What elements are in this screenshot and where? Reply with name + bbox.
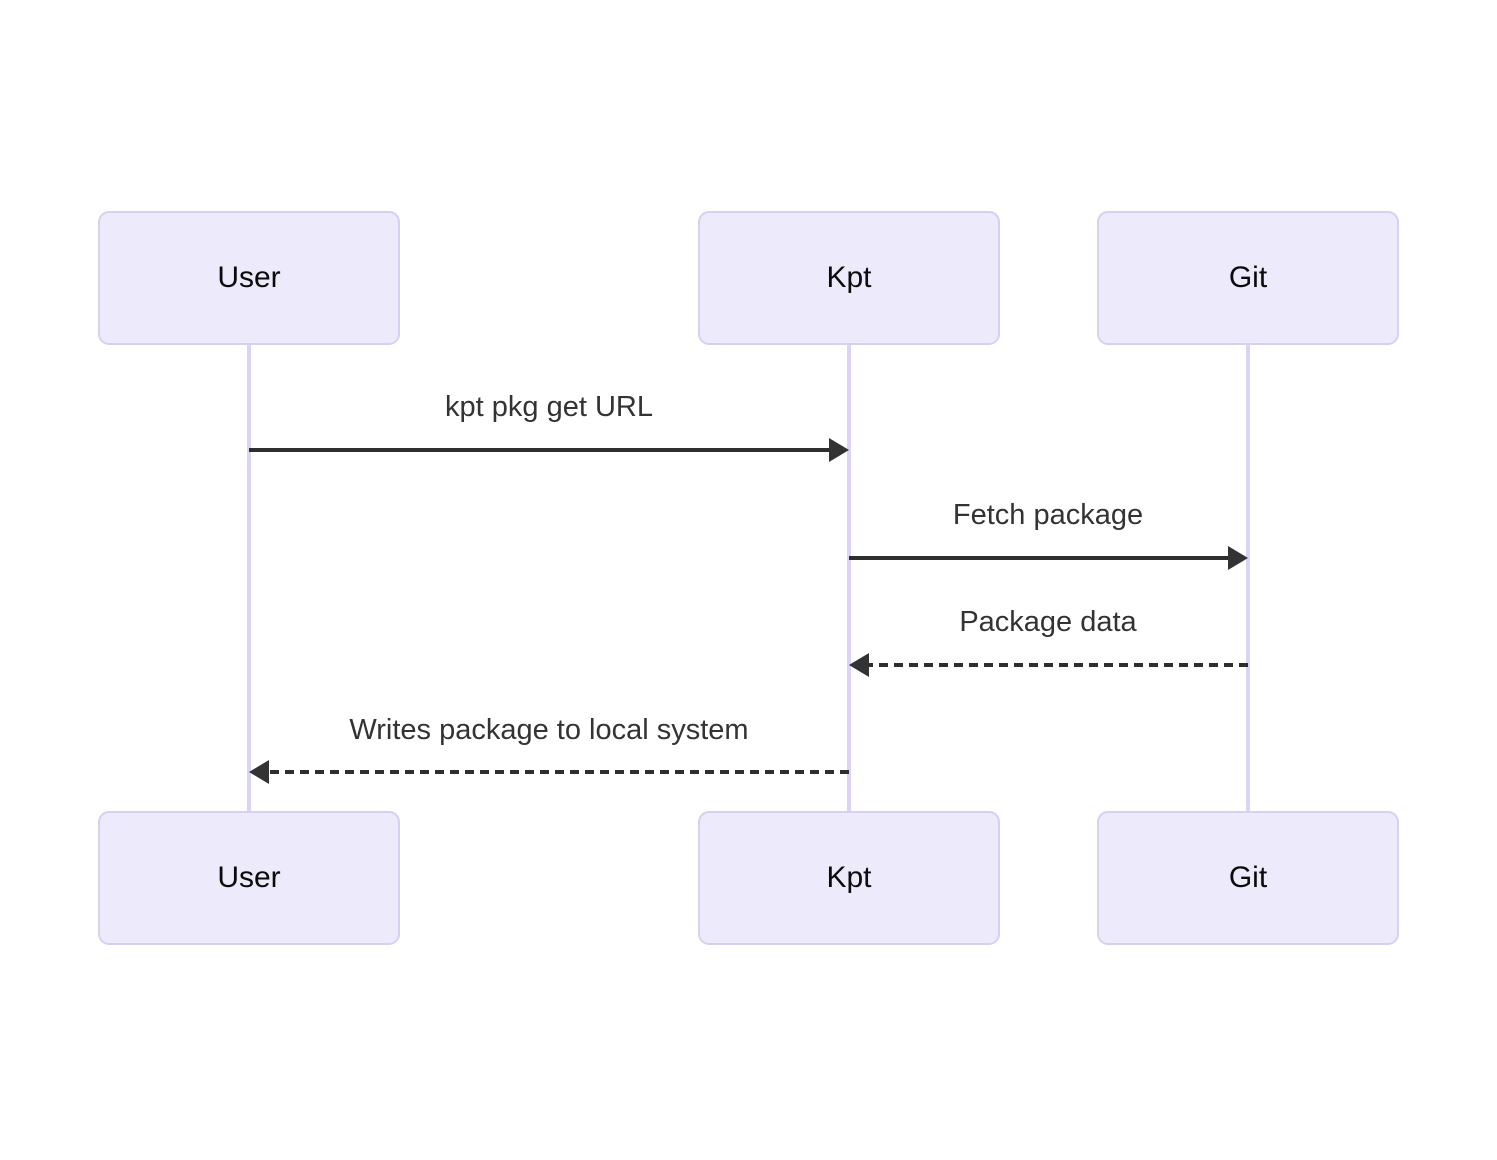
participant-git-top[interactable]: Git [1097, 211, 1399, 345]
message-msg-2[interactable]: Fetch package [849, 499, 1248, 570]
message-arrowhead-icon [249, 760, 269, 784]
participant-box-shape [1097, 811, 1399, 945]
message-arrowhead-icon [849, 653, 869, 677]
participant-box-shape [698, 211, 1000, 345]
message-msg-1[interactable]: kpt pkg get URL [249, 391, 849, 462]
participant-label: Kpt [826, 861, 872, 894]
participant-label: Kpt [826, 261, 872, 294]
lifelines-layer [247, 344, 1250, 812]
message-label: kpt pkg get URL [445, 391, 653, 423]
participant-box-shape [98, 211, 400, 345]
participant-box-shape [98, 811, 400, 945]
participant-kpt-top[interactable]: Kpt [698, 211, 1000, 345]
participant-label: User [217, 861, 280, 894]
message-arrowhead-icon [1228, 546, 1248, 570]
message-msg-3[interactable]: Package data [849, 606, 1248, 677]
participant-label: Git [1229, 261, 1268, 294]
participants-bottom-layer: User Kpt Git [98, 811, 1399, 945]
message-label: Fetch package [953, 499, 1143, 531]
participant-label: User [217, 261, 280, 294]
participants-top-layer: User Kpt Git [98, 211, 1399, 345]
message-msg-4[interactable]: Writes package to local system [249, 714, 849, 784]
participant-box-shape [698, 811, 1000, 945]
participant-user-top[interactable]: User [98, 211, 400, 345]
participant-user-bottom[interactable]: User [98, 811, 400, 945]
participant-label: Git [1229, 861, 1268, 894]
message-arrowhead-icon [829, 438, 849, 462]
participant-git-bottom[interactable]: Git [1097, 811, 1399, 945]
participant-box-shape [1097, 211, 1399, 345]
message-label: Package data [959, 606, 1137, 638]
message-label: Writes package to local system [349, 714, 748, 746]
participant-kpt-bottom[interactable]: Kpt [698, 811, 1000, 945]
